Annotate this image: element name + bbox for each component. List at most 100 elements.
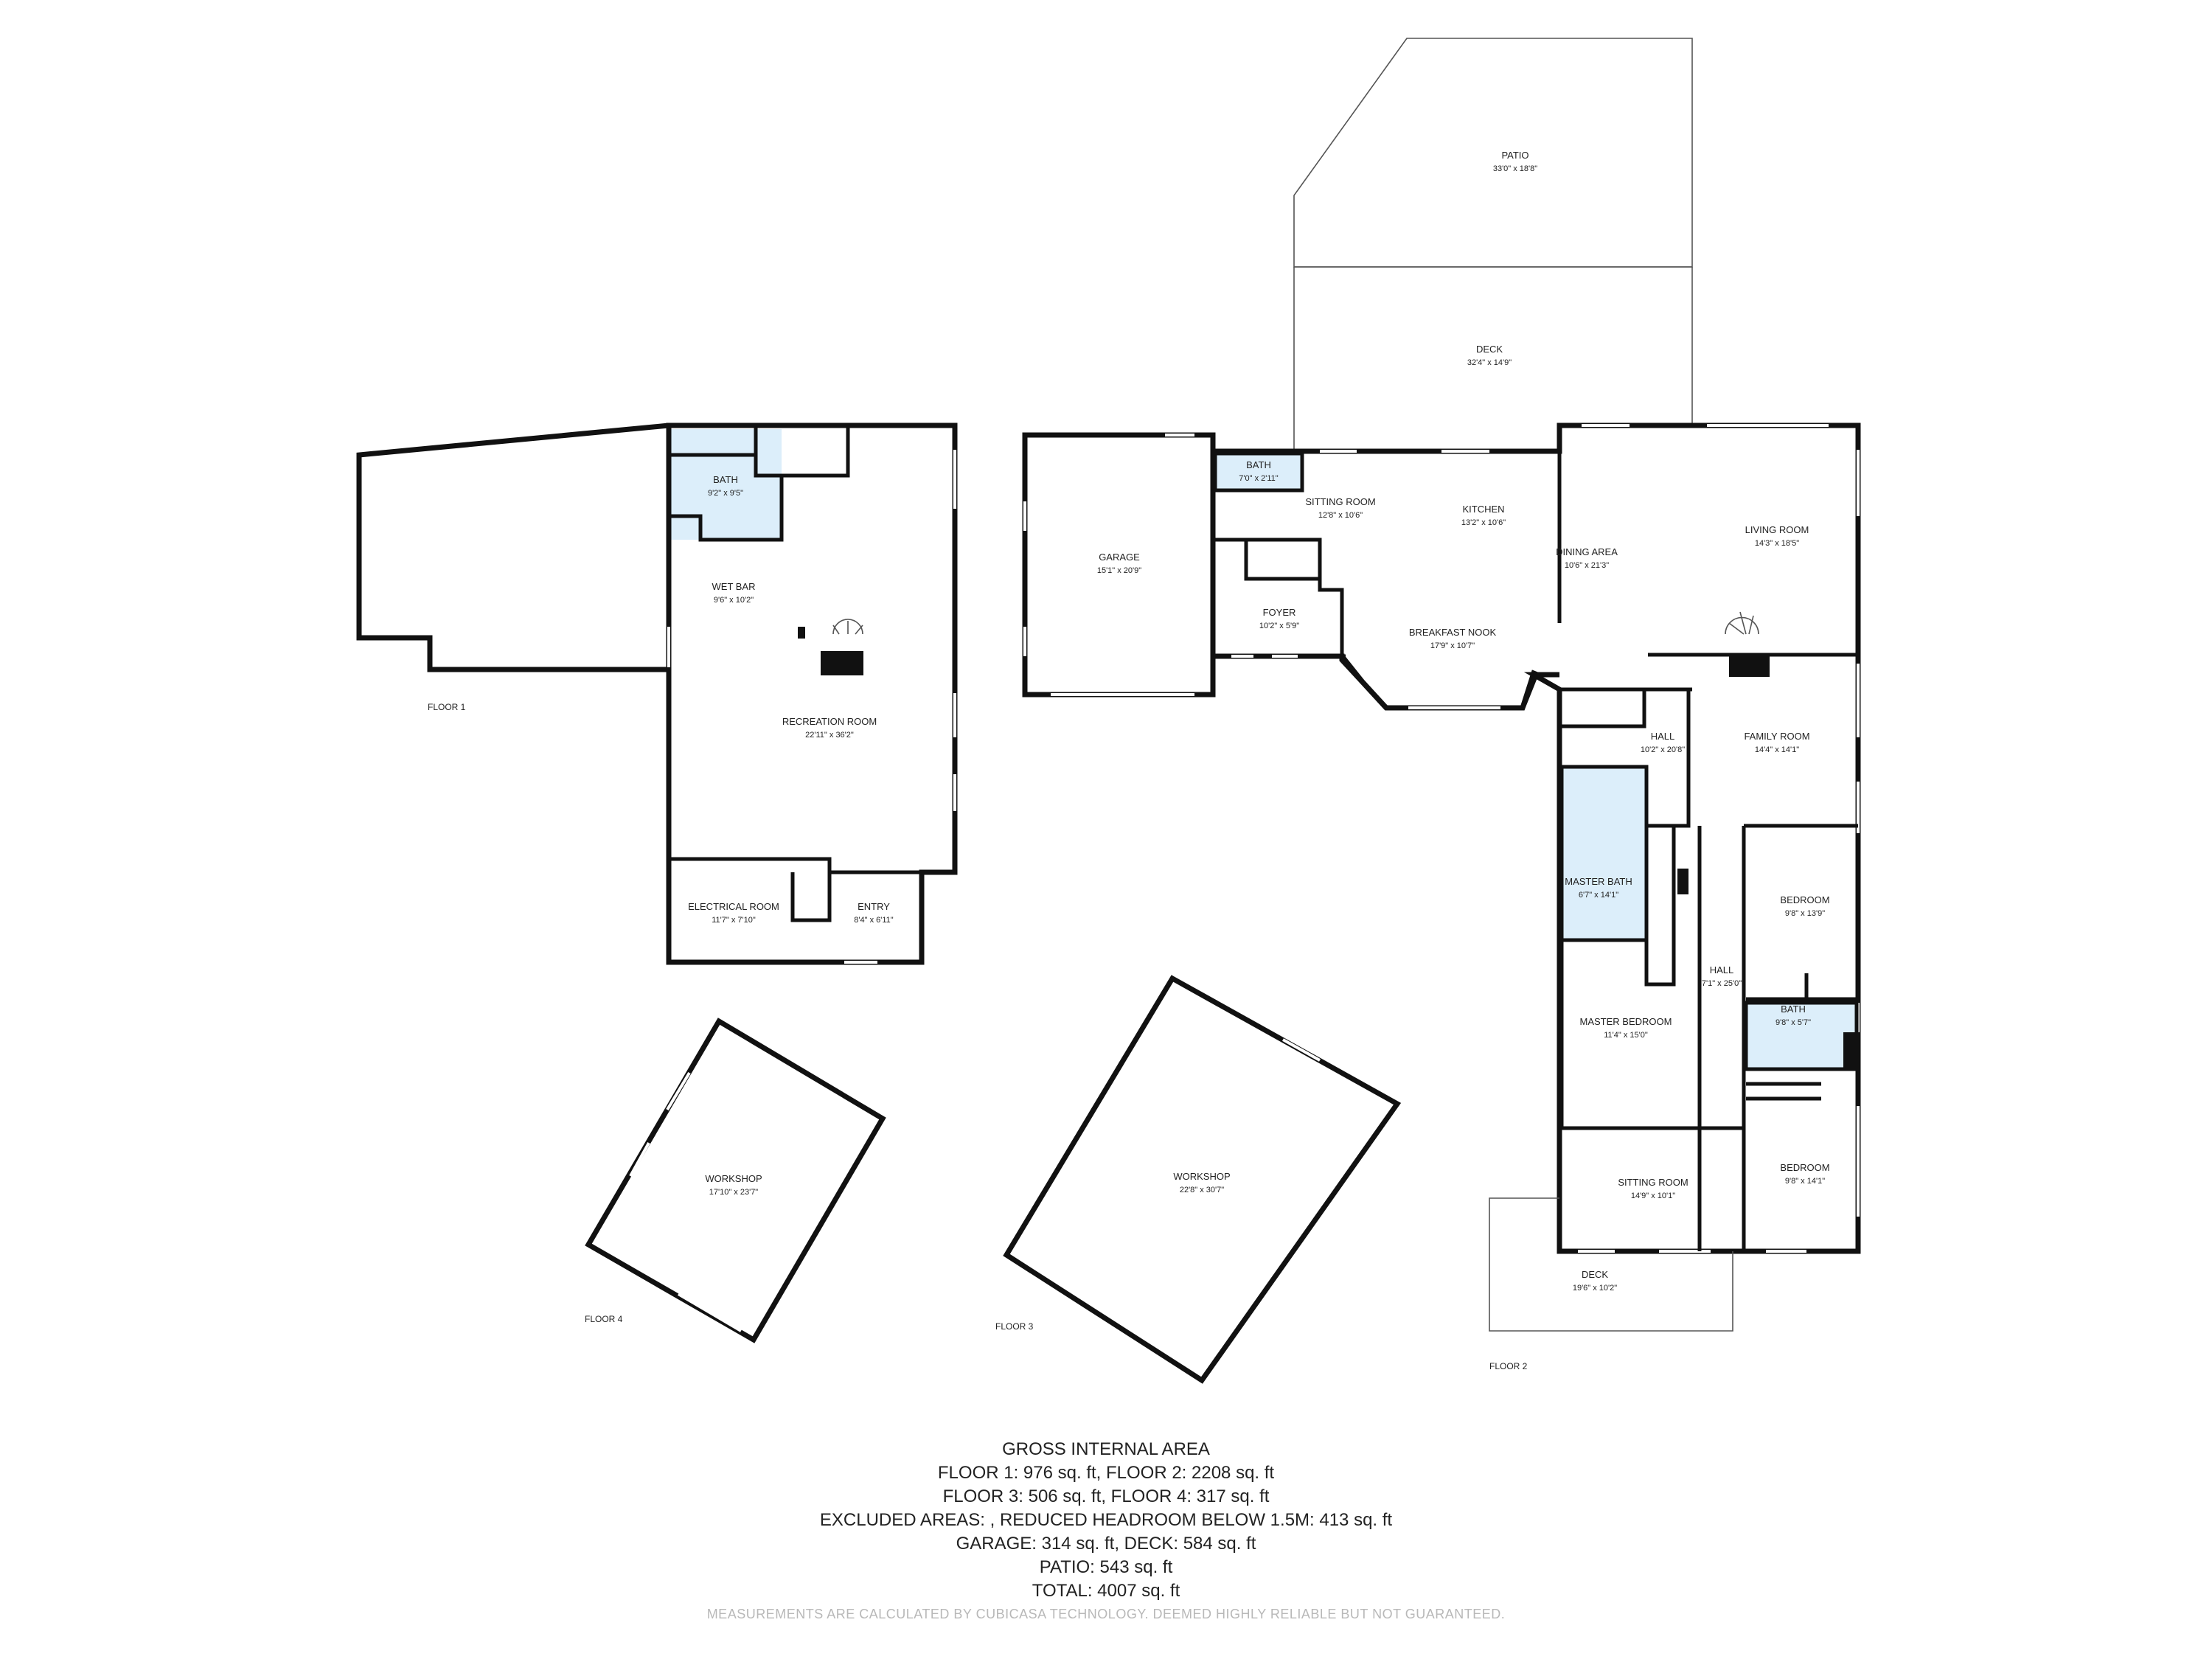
- f2-garage-dim: 15'1" x 20'9": [1097, 566, 1141, 575]
- floor-1-plan: BATH 9'2" x 9'5" WET BAR 9'6" x 10'2" RE…: [356, 422, 958, 965]
- f2-bedroom1-walls: [1742, 824, 1858, 1251]
- f1-spiral-stair: [832, 619, 863, 635]
- f1-entry-dim: 8'4" x 6'11": [854, 916, 893, 925]
- f2-hall1-label: HALL: [1651, 731, 1675, 742]
- f1-bath-label: BATH: [713, 474, 738, 485]
- f2-sitting-top-dim: 12'8" x 10'6": [1318, 511, 1363, 520]
- floor-2-label: FLOOR 2: [1489, 1361, 1528, 1371]
- f2-sitting-bottom-dim: 14'9" x 10'1": [1631, 1192, 1675, 1200]
- f1-bath-fill: [669, 429, 782, 540]
- summary-line-6: TOTAL: 4007 sq. ft: [1032, 1581, 1180, 1601]
- f1-wetbar-label: WET BAR: [712, 581, 756, 592]
- f2-masterbath-label: MASTER BATH: [1565, 876, 1632, 887]
- f2-masterbed-label: MASTER BEDROOM: [1580, 1016, 1672, 1027]
- f2-masterbath-walls: [1562, 765, 1676, 987]
- f2-sitting-bottom-label: SITTING ROOM: [1618, 1177, 1688, 1188]
- summary-line-5: PATIO: 543 sq. ft: [1039, 1557, 1173, 1577]
- f2-bath-small-dim: 7'0" x 2'11": [1239, 474, 1278, 483]
- f2-bath2-dim: 9'8" x 5'7": [1775, 1018, 1811, 1027]
- f1-recreation-dim: 22'11" x 36'2": [805, 731, 854, 740]
- f1-fixture: [798, 627, 805, 639]
- f2-bath-small-fill: [1213, 451, 1304, 493]
- f2-hall1-walls: [1559, 687, 1691, 828]
- f2-garage-label: GARAGE: [1099, 552, 1140, 563]
- f2-bath2-fill: [1744, 1001, 1859, 1071]
- f2-fireplace: [1729, 656, 1770, 677]
- f2-bedroom2-label: BEDROOM: [1780, 1162, 1829, 1173]
- f2-deck-top-dim: 32'4" x 14'9": [1467, 358, 1512, 367]
- f2-kitchen-dim: 13'2" x 10'6": [1461, 518, 1506, 527]
- f4-workshop-label: WORKSHOP: [705, 1173, 762, 1184]
- f4-workshop-outline: [585, 1018, 886, 1343]
- f2-bath2-label: BATH: [1781, 1004, 1806, 1015]
- f2-patio-outline: [1293, 38, 1693, 268]
- f2-deck-bottom-outline: [1489, 1197, 1733, 1332]
- f2-masterbath-dim: 6'7" x 14'1": [1579, 891, 1618, 900]
- f2-foyer-label: FOYER: [1263, 607, 1296, 618]
- f1-recreation-label: RECREATION ROOM: [782, 716, 877, 727]
- f2-spiral-stair: [1725, 611, 1759, 635]
- f1-bath-dim: 9'2" x 9'5": [708, 489, 743, 498]
- f1-counter: [821, 651, 863, 675]
- f2-sitting-bottom-walls: [1559, 1126, 1744, 1251]
- f2-hall1-dim: 10'2" x 20'8": [1641, 745, 1685, 754]
- summary-disclaimer: MEASUREMENTS ARE CALCULATED BY CUBICASA …: [706, 1607, 1506, 1621]
- f2-family-label: FAMILY ROOM: [1744, 731, 1809, 742]
- f2-deck-bottom-dim: 19'6" x 10'2": [1573, 1284, 1617, 1293]
- floor-3-plan: WORKSHOP 22'8" x 30'7" FLOOR 3: [995, 975, 1402, 1384]
- f2-hall2-dim: 7'1" x 25'0": [1702, 979, 1742, 988]
- f2-living-dim: 14'3" x 18'5": [1755, 539, 1799, 548]
- summary-line-1: FLOOR 1: 976 sq. ft, FLOOR 2: 2208 sq. f…: [937, 1463, 1275, 1483]
- summary-line-2: FLOOR 3: 506 sq. ft, FLOOR 4: 317 sq. ft: [942, 1486, 1270, 1506]
- summary-heading: GROSS INTERNAL AREA: [1002, 1439, 1210, 1459]
- f2-bath2-vanity: [1843, 1032, 1858, 1069]
- f2-bedroom1-label: BEDROOM: [1780, 894, 1829, 905]
- f1-wetbar-dim: 9'6" x 10'2": [714, 596, 754, 605]
- area-summary: GROSS INTERNAL AREA FLOOR 1: 976 sq. ft,…: [0, 1438, 2212, 1625]
- f2-foyer-walls: [1211, 538, 1346, 658]
- f2-bedroom2-dim: 9'8" x 14'1": [1785, 1177, 1825, 1186]
- floor-4-label: FLOOR 4: [585, 1314, 623, 1324]
- f2-living-label: LIVING ROOM: [1745, 524, 1809, 535]
- f1-electrical-label: ELECTRICAL ROOM: [688, 901, 779, 912]
- f1-closet-walls: [754, 428, 850, 478]
- f2-breakfast-label: BREAKFAST NOOK: [1409, 627, 1497, 638]
- summary-line-4: GARAGE: 314 sq. ft, DECK: 584 sq. ft: [956, 1534, 1256, 1554]
- f2-breakfast-dim: 17'9" x 10'7": [1430, 641, 1475, 650]
- f2-masterbath-fill: [1559, 765, 1649, 942]
- f2-main-outline: [1213, 422, 1861, 1254]
- floor-4-plan: WORKSHOP 17'10" x 23'7" FLOOR 4: [585, 1018, 886, 1343]
- f2-kitchen-label: KITCHEN: [1462, 504, 1504, 515]
- f2-bath-small-label: BATH: [1246, 459, 1271, 470]
- summary-line-3: EXCLUDED AREAS: , REDUCED HEADROOM BELOW…: [819, 1510, 1393, 1530]
- floor-1-label: FLOOR 1: [428, 702, 466, 712]
- f1-electrical-dim: 11'7" x 7'10": [712, 916, 756, 925]
- f3-workshop-dim: 22'8" x 30'7": [1180, 1186, 1224, 1194]
- f2-sitting-top-label: SITTING ROOM: [1305, 496, 1375, 507]
- f2-family-dim: 14'4" x 14'1": [1755, 745, 1799, 754]
- f3-workshop-label: WORKSHOP: [1173, 1171, 1230, 1182]
- f2-foyer-dim: 10'2" x 5'9": [1259, 622, 1299, 630]
- f2-dining-dim: 10'6" x 21'3": [1565, 561, 1609, 570]
- floor-2-plan: PATIO 33'0" x 18'8" DECK 32'4" x 14'9" G…: [1022, 38, 1861, 1371]
- f2-hall2-label: HALL: [1710, 964, 1734, 975]
- f2-patio-label: PATIO: [1501, 150, 1528, 161]
- f2-bedroom1-dim: 9'8" x 13'9": [1785, 909, 1825, 918]
- f4-workshop-dim: 17'10" x 23'7": [709, 1188, 759, 1197]
- f1-entry-label: ENTRY: [858, 901, 890, 912]
- f2-deck-top-outline: [1293, 266, 1693, 451]
- f2-masterbed-dim: 11'4" x 15'0": [1604, 1031, 1648, 1040]
- f1-reduced-headroom-outline: [356, 422, 669, 672]
- f2-bath2-walls: [1746, 973, 1858, 1101]
- f2-patio-dim: 33'0" x 18'8": [1493, 164, 1537, 173]
- f2-closet-fill: [1677, 869, 1688, 894]
- f2-garage-outline: [1022, 432, 1216, 698]
- f3-workshop-outline: [1003, 975, 1402, 1384]
- f2-living-partition: [1559, 653, 1858, 692]
- f2-dining-label: DINING AREA: [1556, 546, 1618, 557]
- f2-deck-top-label: DECK: [1476, 344, 1503, 355]
- f2-deck-bottom-label: DECK: [1582, 1269, 1608, 1280]
- floor-3-label: FLOOR 3: [995, 1321, 1034, 1332]
- f2-breakfast-bay: [1340, 654, 1559, 710]
